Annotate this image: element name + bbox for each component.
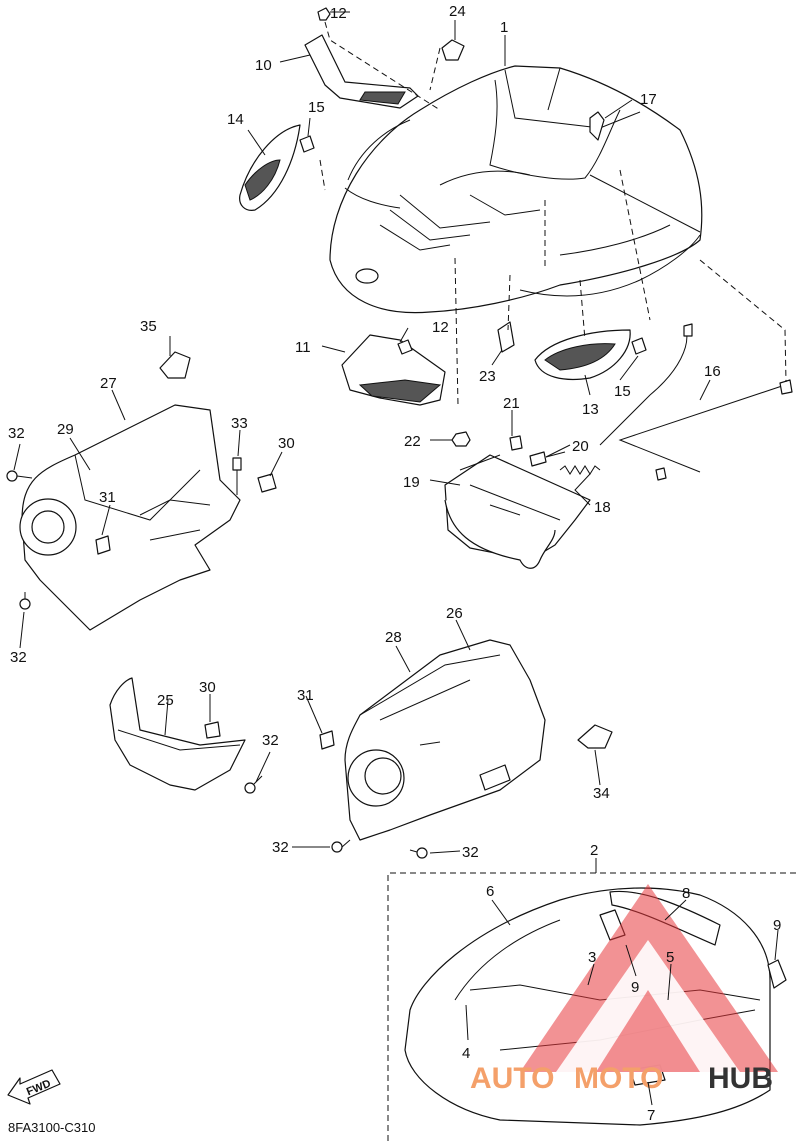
callout-2: 2 (590, 842, 598, 859)
screw-part-32-d (331, 839, 351, 853)
nut-part-30-upper (257, 473, 277, 493)
callout-9-right: 9 (773, 917, 781, 934)
screw-part-32-e (409, 847, 428, 859)
callout-12-lower: 12 (432, 319, 449, 336)
callout-16: 16 (704, 363, 721, 380)
callout-3: 3 (588, 949, 596, 966)
callout-29: 29 (57, 421, 74, 438)
callout-32-c: 32 (262, 732, 279, 749)
watermark-text-moto: MOTO (574, 1062, 663, 1095)
callout-15-top: 15 (308, 99, 325, 116)
clip-part-23 (497, 321, 515, 353)
callout-32-e: 32 (462, 844, 479, 861)
callout-17: 17 (640, 91, 657, 108)
callout-25: 25 (157, 692, 174, 709)
callout-32-d: 32 (272, 839, 289, 856)
callout-11: 11 (295, 339, 311, 356)
clip-part-12-lower (397, 339, 413, 355)
callout-35: 35 (140, 318, 157, 335)
callout-14: 14 (227, 111, 244, 128)
callout-4: 4 (462, 1045, 470, 1062)
fwd-arrow-icon (7, 1069, 61, 1105)
hook-part-19 (444, 454, 591, 569)
screw-part-32-b (19, 592, 31, 610)
callout-27: 27 (100, 375, 117, 392)
clip-part-15-top (299, 135, 315, 153)
callout-13: 13 (582, 401, 599, 418)
callout-10: 10 (255, 57, 272, 74)
callout-34: 34 (593, 785, 610, 802)
bolt-part-33 (232, 457, 242, 495)
callout-15-right: 15 (614, 383, 631, 400)
callout-5: 5 (666, 949, 674, 966)
nut-part-30-lower (204, 721, 221, 739)
front-cowl-part-1 (329, 65, 703, 314)
diagram-code: 8FA3100-C310 (8, 1120, 95, 1135)
callout-24: 24 (449, 3, 466, 20)
callout-32-b: 32 (10, 649, 27, 666)
clip-part-31-left (95, 535, 111, 555)
bolt-part-20 (529, 451, 566, 467)
duct-part-14 (239, 124, 301, 211)
callout-21: 21 (503, 395, 520, 412)
clip-part-15-right (631, 337, 647, 355)
cable-part-16 (599, 323, 793, 481)
clip-part-34 (577, 724, 613, 749)
clip-part-35 (159, 351, 191, 379)
duct-part-11 (341, 334, 446, 406)
callout-31-right: 31 (297, 687, 314, 704)
watermark-logo (520, 884, 778, 1072)
watermark-text-hub: HUB (708, 1062, 773, 1095)
callout-32-a: 32 (8, 425, 25, 442)
duct-part-13 (534, 329, 631, 381)
callout-9-left: 9 (631, 979, 639, 996)
callout-30-upper: 30 (278, 435, 295, 452)
callout-12-top: 12 (330, 5, 347, 22)
callout-19: 19 (403, 474, 420, 491)
callout-7: 7 (647, 1107, 655, 1124)
clip-part-17 (589, 111, 605, 141)
callout-26: 26 (446, 605, 463, 622)
callout-6: 6 (486, 883, 494, 900)
callout-1: 1 (500, 19, 508, 36)
spring-part-18 (559, 465, 601, 475)
screw-part-32-c (244, 775, 263, 794)
callout-18: 18 (594, 499, 611, 516)
callout-30-lower: 30 (199, 679, 216, 696)
callout-20: 20 (572, 438, 589, 455)
bracket-part-10 (304, 34, 419, 109)
collar-part-21 (509, 435, 523, 451)
clip-part-24 (441, 39, 465, 61)
callout-28: 28 (385, 629, 402, 646)
callout-31-left: 31 (99, 489, 116, 506)
clip-part-12-top (317, 7, 331, 21)
clip-part-31-right (319, 730, 335, 750)
watermark-text-auto: AUTO (470, 1062, 554, 1095)
under-panel-part-25 (109, 677, 246, 791)
nut-part-22 (451, 431, 471, 447)
side-panel-part-27 (19, 404, 241, 631)
callout-33: 33 (231, 415, 248, 432)
callout-22: 22 (404, 433, 421, 450)
callout-8: 8 (682, 885, 690, 902)
callout-23: 23 (479, 368, 496, 385)
screw-part-32-a (6, 470, 33, 482)
side-panel-part-26 (344, 639, 546, 841)
leader-lines (13, 11, 787, 1106)
